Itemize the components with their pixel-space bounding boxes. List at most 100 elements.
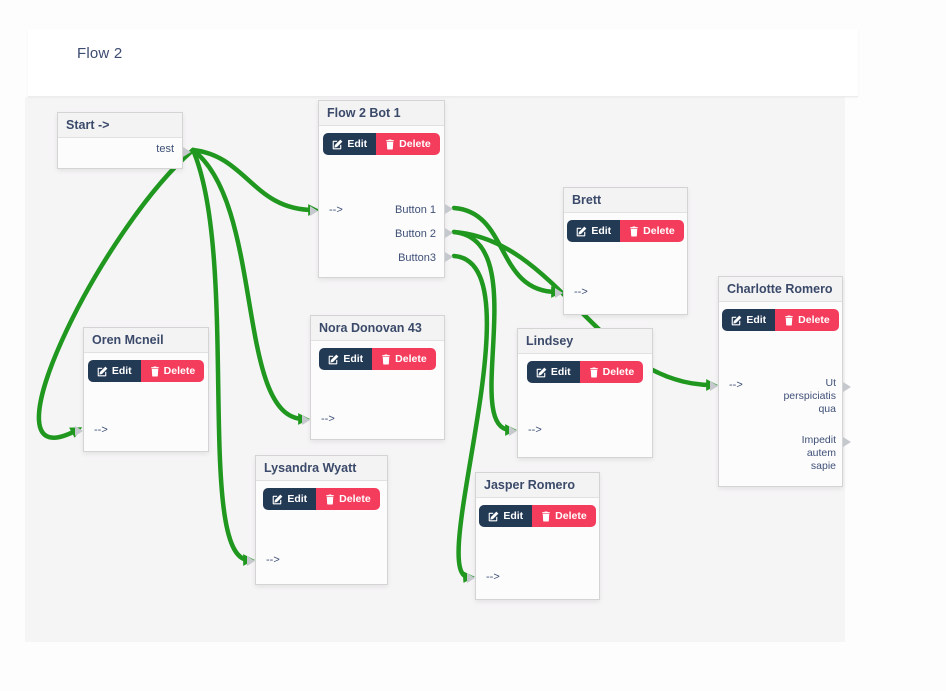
edit-button[interactable]: Edit: [479, 505, 533, 527]
delete-button[interactable]: Delete: [140, 360, 205, 382]
edit-button-label: Edit: [287, 493, 308, 505]
page-title: Flow 2: [77, 45, 123, 62]
input-label: -->: [321, 413, 335, 425]
node-title: Lysandra Wyatt: [256, 456, 387, 481]
trash-icon: [629, 226, 639, 237]
trash-icon: [541, 511, 551, 522]
trash-icon: [381, 354, 391, 365]
edit-button[interactable]: Edit: [526, 361, 580, 383]
node-charlotte-romero[interactable]: Charlotte Romero Edit Delete --> Ut pers…: [710, 276, 851, 487]
edit-button-label: Edit: [343, 353, 364, 365]
node-title: Oren Mcneil: [84, 328, 208, 353]
delete-button[interactable]: Delete: [775, 309, 839, 331]
input-port[interactable]: [710, 381, 718, 391]
node-title: Nora Donovan 43: [311, 316, 444, 341]
input-port[interactable]: [310, 206, 318, 216]
output-port-button-2[interactable]: [445, 228, 453, 238]
edit-button-label: Edit: [550, 366, 571, 378]
connection-start-test-to-lysandra[interactable]: [190, 147, 255, 566]
edit-button[interactable]: Edit: [722, 309, 776, 331]
node-nora-donovan-43[interactable]: Nora Donovan 43 Edit Delete -->: [302, 315, 445, 440]
node-title: Jasper Romero: [476, 473, 599, 498]
input-port[interactable]: [75, 426, 83, 436]
output-port[interactable]: [183, 147, 191, 157]
input-port[interactable]: [509, 426, 517, 436]
pencil-square-icon: [97, 366, 108, 377]
output-port-2[interactable]: [843, 437, 851, 447]
pencil-square-icon: [576, 226, 587, 237]
output-label-button3: Button3: [398, 252, 436, 264]
trash-icon: [150, 366, 160, 377]
delete-button[interactable]: Delete: [316, 488, 380, 510]
node-title: Flow 2 Bot 1: [319, 101, 444, 126]
output-label-button-2: Button 2: [395, 228, 436, 240]
delete-button[interactable]: Delete: [372, 348, 436, 370]
connection-button2-to-lindsey[interactable]: [451, 229, 517, 436]
edit-button-label: Edit: [591, 225, 612, 237]
edit-button-label: Edit: [347, 138, 368, 150]
connection-start-test-to-nora[interactable]: [190, 147, 310, 425]
node-start[interactable]: Start -> test: [57, 112, 191, 169]
output-port-button-1[interactable]: [445, 204, 453, 214]
node-lysandra-wyatt[interactable]: Lysandra Wyatt Edit Delete -->: [247, 455, 388, 585]
input-port[interactable]: [467, 573, 475, 583]
delete-button[interactable]: Delete: [620, 220, 684, 242]
output-label-ut-perspiciatis: Ut perspiciatis qua: [783, 377, 836, 415]
edit-button[interactable]: Edit: [323, 133, 377, 155]
delete-button-label: Delete: [643, 225, 675, 237]
edit-button[interactable]: Edit: [87, 360, 141, 382]
connection-button3-to-jasper[interactable]: [451, 253, 490, 583]
input-port[interactable]: [555, 288, 563, 298]
node-title: Start ->: [58, 113, 182, 138]
trash-icon: [325, 494, 335, 505]
delete-button-label: Delete: [339, 493, 371, 505]
edit-button-label: Edit: [111, 365, 132, 377]
input-label: -->: [528, 424, 542, 436]
trash-icon: [784, 315, 794, 326]
input-label: -->: [486, 571, 500, 583]
output-label-impedit-autem: Impedit autem sapie: [801, 434, 836, 472]
node-actions: Edit Delete: [476, 505, 599, 527]
flow-title-bar: Flow 2: [28, 29, 858, 97]
node-lindsey[interactable]: Lindsey Edit Delete -->: [509, 328, 653, 458]
node-actions: Edit Delete: [84, 360, 208, 382]
node-actions: Edit Delete: [564, 220, 687, 242]
pencil-square-icon: [536, 367, 547, 378]
node-actions: Edit Delete: [518, 361, 652, 383]
input-label: -->: [94, 424, 108, 436]
delete-button[interactable]: Delete: [532, 505, 596, 527]
edit-button-label: Edit: [746, 314, 767, 326]
connection-start-test-to-oren[interactable]: [36, 147, 196, 440]
node-brett[interactable]: Brett Edit Delete -->: [555, 187, 688, 315]
output-port-1[interactable]: [843, 382, 851, 392]
output-label-button-1: Button 1: [395, 204, 436, 216]
connection-start-test-to-flow2bot1[interactable]: [190, 147, 320, 216]
output-port-button3[interactable]: [445, 252, 453, 262]
pencil-square-icon: [272, 494, 283, 505]
trash-icon: [385, 139, 395, 150]
node-actions: Edit Delete: [719, 309, 842, 331]
input-label: -->: [329, 204, 343, 216]
node-actions: Edit Delete: [311, 348, 444, 370]
input-port[interactable]: [247, 556, 255, 566]
node-flow-2-bot-1[interactable]: Flow 2 Bot 1 Edit Delete --> Button 1 Bu…: [310, 100, 453, 278]
delete-button[interactable]: Delete: [579, 361, 644, 383]
delete-button-label: Delete: [798, 314, 830, 326]
input-label: -->: [266, 554, 280, 566]
trash-icon: [589, 367, 599, 378]
node-actions: Edit Delete: [256, 488, 387, 510]
node-title: Lindsey: [518, 329, 652, 354]
edit-button[interactable]: Edit: [567, 220, 621, 242]
delete-button[interactable]: Delete: [376, 133, 440, 155]
edit-button[interactable]: Edit: [263, 488, 317, 510]
node-jasper-romero[interactable]: Jasper Romero Edit Delete -->: [467, 472, 600, 600]
input-port[interactable]: [302, 415, 310, 425]
pencil-square-icon: [488, 511, 499, 522]
connection-button1-to-brett[interactable]: [451, 205, 563, 298]
node-title: Charlotte Romero: [719, 277, 842, 302]
delete-button-label: Delete: [163, 365, 196, 377]
node-oren-mcneil[interactable]: Oren Mcneil Edit Delete -->: [75, 327, 209, 452]
edit-button[interactable]: Edit: [319, 348, 373, 370]
pencil-square-icon: [328, 354, 339, 365]
node-title: Brett: [564, 188, 687, 213]
